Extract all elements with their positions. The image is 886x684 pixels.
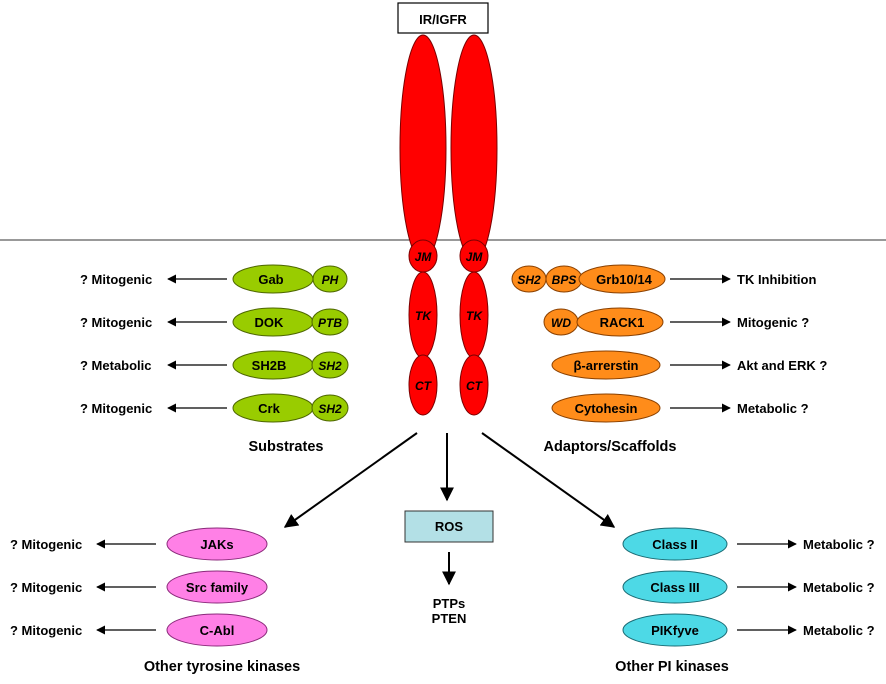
tyrosine-kinases-group: JAKs ? Mitogenic Src family ? Mitogenic … xyxy=(10,527,300,675)
effect-label: Metabolic ? xyxy=(803,537,875,552)
effect-label: ? Mitogenic xyxy=(80,272,152,287)
substrate-domain-pill xyxy=(311,351,349,379)
adaptor-pill xyxy=(551,350,661,380)
substrate-domain: PH xyxy=(322,273,339,287)
effect-label: Metabolic ? xyxy=(803,623,875,638)
adaptor-name: Grb10/14 xyxy=(596,272,652,287)
ct-label-left: CT xyxy=(415,379,433,393)
jm-label-right: JM xyxy=(466,250,484,264)
substrate-name: Crk xyxy=(258,401,280,416)
substrate-name: DOK xyxy=(255,315,285,330)
tyrosine-kinases-label: Other tyrosine kinases xyxy=(144,659,300,675)
adaptor-name: Cytohesin xyxy=(575,401,638,416)
effect-label: TK Inhibition xyxy=(737,272,816,287)
pi-kinase-class-iii: Class III Metabolic ? xyxy=(622,570,875,604)
substrates-group: Gab PH ? Mitogenic DOK PTB ? Mitogenic S… xyxy=(80,264,349,455)
receptor-extracellular xyxy=(399,34,498,262)
effect-label: Metabolic ? xyxy=(803,580,875,595)
effect-label: Mitogenic ? xyxy=(737,315,809,330)
receptor-title-box: IR/IGFR xyxy=(397,2,489,34)
substrate-gab: Gab PH ? Mitogenic xyxy=(80,264,348,294)
kinase-c-abl: C-Abl ? Mitogenic xyxy=(10,613,268,647)
effect-label: Metabolic ? xyxy=(737,401,809,416)
effect-label: ? Mitogenic xyxy=(10,623,82,638)
kinase-name: JAKs xyxy=(200,537,233,552)
substrate-sh2b: SH2B SH2 ? Metabolic xyxy=(80,350,349,380)
substrate-domain-pill xyxy=(312,265,348,293)
adaptors-group: SH2 BPS Grb10/14 TK Inhibition WD RACK1 … xyxy=(511,264,827,455)
substrate-name: SH2B xyxy=(252,358,287,373)
pi-kinases-group: Class II Metabolic ? Class III Metabolic… xyxy=(615,527,875,675)
substrate-domain-pill xyxy=(311,308,349,336)
substrate-domain: SH2 xyxy=(318,359,342,373)
adaptor-cytohesin: Cytohesin Metabolic ? xyxy=(551,393,809,423)
pi-kinase-name: PIKfyve xyxy=(651,623,699,638)
effect-label: Akt and ERK ? xyxy=(737,358,827,373)
substrate-domain: PTB xyxy=(318,316,342,330)
pi-kinase-name: Class III xyxy=(650,580,699,595)
adaptor-domain: WD xyxy=(551,316,571,330)
adaptor-grb10-14: SH2 BPS Grb10/14 TK Inhibition xyxy=(511,264,816,294)
tk-label-right: TK xyxy=(466,309,483,323)
kinase-src-family: Src family ? Mitogenic xyxy=(10,570,268,604)
pi-kinase-name: Class II xyxy=(652,537,698,552)
ros-group: ROS PTPs PTEN xyxy=(404,510,494,626)
branch-arrow-tyrosine-kinases xyxy=(283,432,418,528)
kinase-pill xyxy=(166,570,268,604)
effect-label: ? Mitogenic xyxy=(10,537,82,552)
ros-target: PTPs xyxy=(433,596,466,611)
ros-label: ROS xyxy=(435,519,464,534)
adaptor-pill xyxy=(551,393,661,423)
pi-kinase-pill xyxy=(622,527,728,561)
ros-target: PTEN xyxy=(432,611,467,626)
receptor-chain-left: JM TK CT xyxy=(408,239,438,416)
kinase-jaks: JAKs ? Mitogenic xyxy=(10,527,268,561)
pi-kinase-pikfyve: PIKfyve Metabolic ? xyxy=(622,613,875,647)
kinase-name: Src family xyxy=(186,580,249,595)
receptor-subunit-left xyxy=(399,34,447,262)
adaptor-domain: SH2 xyxy=(517,273,541,287)
jm-label-left: JM xyxy=(415,250,433,264)
ct-label-right: CT xyxy=(466,379,484,393)
substrate-domain: SH2 xyxy=(318,402,342,416)
adaptor-beta-arrestin: β-arrerstin Akt and ERK ? xyxy=(551,350,827,380)
effect-label: ? Mitogenic xyxy=(80,315,152,330)
substrate-name: Gab xyxy=(258,272,283,287)
branch-arrow-pi-kinases xyxy=(481,432,616,528)
adaptors-label: Adaptors/Scaffolds xyxy=(544,439,677,455)
kinase-name: C-Abl xyxy=(200,623,235,638)
substrate-domain-pill xyxy=(311,394,349,422)
pi-kinase-pill xyxy=(622,613,728,647)
adaptor-domain: BPS xyxy=(552,273,577,287)
tk-label-left: TK xyxy=(415,309,432,323)
substrates-label: Substrates xyxy=(249,439,324,455)
ct-domain-right xyxy=(459,354,489,416)
ros-box xyxy=(404,510,494,543)
ct-domain-left xyxy=(408,354,438,416)
kinase-pill xyxy=(166,527,268,561)
receptor-title: IR/IGFR xyxy=(419,12,467,27)
adaptor-rack1: WD RACK1 Mitogenic ? xyxy=(543,307,809,337)
effect-label: ? Mitogenic xyxy=(10,580,82,595)
pi-kinase-pill xyxy=(622,570,728,604)
kinase-pill xyxy=(166,613,268,647)
effect-label: ? Mitogenic xyxy=(80,401,152,416)
adaptor-name: β-arrerstin xyxy=(573,358,638,373)
substrate-dok: DOK PTB ? Mitogenic xyxy=(80,307,349,337)
adaptor-pill xyxy=(578,264,666,294)
pi-kinases-label: Other PI kinases xyxy=(615,659,729,675)
pi-kinase-class-ii: Class II Metabolic ? xyxy=(622,527,875,561)
receptor-chain-right: JM TK CT xyxy=(459,239,489,416)
substrate-crk: Crk SH2 ? Mitogenic xyxy=(80,393,349,423)
effect-label: ? Metabolic xyxy=(80,358,152,373)
receptor-subunit-right xyxy=(450,34,498,262)
adaptor-name: RACK1 xyxy=(600,315,645,330)
adaptor-pill xyxy=(576,307,664,337)
